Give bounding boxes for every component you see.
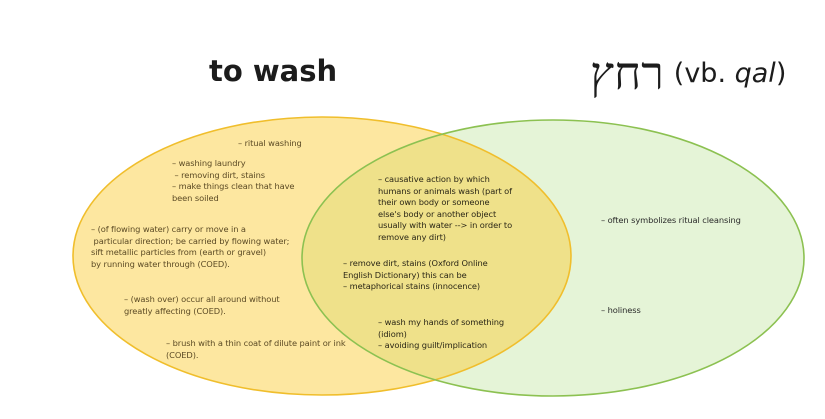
note-brush-paint: – brush with a thin coat of dilute paint…	[166, 338, 346, 360]
note-causative-action: – causative action by which humans or an…	[378, 174, 513, 242]
title-to-wash: to wash	[209, 54, 338, 88]
note-wash-over: – (wash over) occur all around without g…	[124, 294, 280, 316]
green-ellipse-outline	[301, 119, 805, 397]
note-ritual-washing: – ritual washing	[238, 138, 302, 148]
note-flowing-water: – (of flowing water) carry or move in a …	[91, 224, 290, 269]
grammar-label: (vb. qal)	[673, 57, 787, 89]
note-ritual-cleansing: – often symbolizes ritual cleansing	[601, 215, 741, 225]
note-wash-hands-idiom: – wash my hands of something (idiom) – a…	[378, 317, 505, 351]
title-hebrew-verb: רחץ (vb. qal)	[590, 46, 786, 100]
overlap-region	[302, 120, 571, 395]
hebrew-word: רחץ	[590, 46, 664, 100]
note-laundry-dirt: – washing laundry – removing dirt, stain…	[172, 158, 295, 203]
note-remove-dirt-stains: – remove dirt, stains (Oxford Online Eng…	[343, 258, 488, 292]
note-holiness: – holiness	[601, 305, 641, 315]
yellow-ellipse-outline	[72, 116, 572, 396]
